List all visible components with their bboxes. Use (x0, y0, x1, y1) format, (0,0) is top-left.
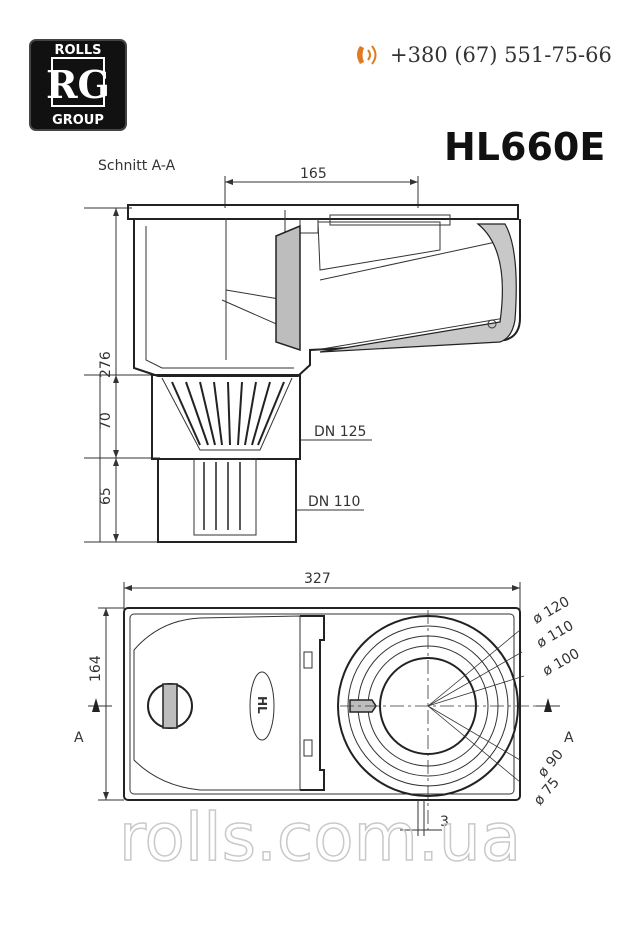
trap-latch (349, 699, 377, 713)
phone-number: +380 (67) 551-75-66 (390, 43, 612, 67)
side-section-view: 165 276 70 65 (84, 166, 521, 543)
body-outline (133, 219, 521, 377)
housing-outline (123, 607, 521, 801)
trap-wall (275, 224, 301, 352)
side-wall-hatch (319, 223, 517, 353)
logo-top-text: ROLLS (55, 43, 102, 58)
top-plan-view: 327 164 HL (74, 571, 582, 836)
section-label: Schnitt A-A (98, 158, 176, 174)
dn125-label: DN 125 (314, 424, 366, 440)
watermark: rolls.com.ua (119, 799, 521, 876)
outlet-dn110 (157, 458, 297, 543)
diam-100-label: ø 100 (540, 646, 582, 680)
hl-marking (249, 671, 275, 741)
diam-75-label: ø 75 (531, 775, 563, 809)
top-grate-frame (127, 204, 519, 220)
dim-70-text: 70 (98, 412, 114, 430)
phone-icon (357, 45, 377, 65)
hl-mark-text: HL (255, 696, 269, 714)
dim-276-text: 276 (98, 351, 114, 378)
dn110-label: DN 110 (308, 494, 360, 510)
rolls-group-logo: ROLLS RG GROUP (29, 39, 127, 131)
logo-bottom-text: GROUP (52, 113, 104, 128)
section-mark-left: A (74, 730, 84, 746)
dim-165-text: 165 (300, 166, 327, 182)
dim-3-text: 3 (440, 814, 449, 830)
section-mark-right: A (564, 730, 574, 746)
dim-65-text: 65 (98, 487, 114, 505)
model-title: HL660E (444, 125, 605, 169)
dim-327-text: 327 (304, 571, 331, 587)
cover-plate (300, 615, 325, 791)
logo-mid-text: RG (46, 62, 110, 107)
dim-164-text: 164 (88, 655, 104, 682)
